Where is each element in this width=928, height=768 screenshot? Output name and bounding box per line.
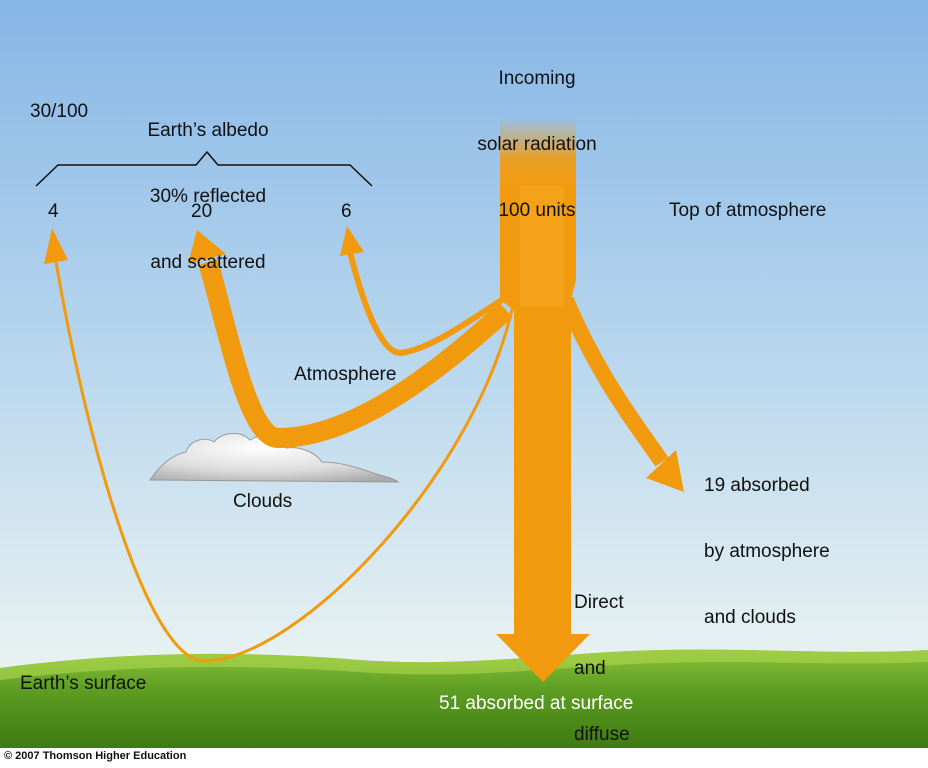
incoming-line-1: Incoming xyxy=(498,68,576,89)
direct-diffuse-label: Direct and diffuse xyxy=(574,548,630,768)
atmosphere-scatter-arrow xyxy=(347,251,510,357)
direct-line-1: Direct xyxy=(574,592,624,613)
reflected-clouds-value: 20 xyxy=(191,201,213,222)
albedo-line-2: 30% reflected xyxy=(149,186,267,207)
atmosphere-label: Atmosphere xyxy=(294,364,397,385)
copyright-notice: © 2007 Thomson Higher Education xyxy=(4,750,187,762)
incoming-line-3: 100 units xyxy=(498,200,576,221)
albedo-line-1: Earth’s albedo xyxy=(147,120,269,141)
albedo-label: Earth’s albedo 30% reflected and scatter… xyxy=(128,76,288,296)
earth-surface-ground xyxy=(0,649,928,748)
incoming-beam-fade xyxy=(500,118,576,188)
atmosphere-absorption-arrow xyxy=(558,296,669,467)
absorbed-atm-line-2: by atmosphere xyxy=(704,541,830,562)
surface-reflection-arrow xyxy=(54,261,516,663)
absorbed-atmosphere-label: 19 absorbed by atmosphere and clouds xyxy=(704,431,830,651)
earth-surface-label: Earth’s surface xyxy=(20,673,147,694)
incoming-line-2: solar radiation xyxy=(477,134,597,155)
albedo-line-3: and scattered xyxy=(150,252,266,273)
beam-core xyxy=(520,186,564,306)
absorbed-atm-line-1: 19 absorbed xyxy=(704,475,810,496)
incoming-radiation-label: Incoming solar radiation 100 units xyxy=(462,24,612,244)
absorbed-surface-label: 51 absorbed at surface xyxy=(439,693,634,714)
albedo-bracket xyxy=(35,150,373,187)
reflected-surface-value: 4 xyxy=(48,201,59,222)
clouds-label: Clouds xyxy=(233,491,293,512)
cloud-reflection-arrow xyxy=(198,259,513,449)
direct-line-2: and xyxy=(574,658,606,679)
albedo-ratio: 30/100 xyxy=(30,101,89,122)
direct-line-3: diffuse xyxy=(574,724,630,745)
top-of-atmosphere-label: Top of atmosphere xyxy=(669,200,827,221)
reflected-atmosphere-value: 6 xyxy=(341,201,352,222)
absorbed-atm-line-3: and clouds xyxy=(704,607,796,628)
